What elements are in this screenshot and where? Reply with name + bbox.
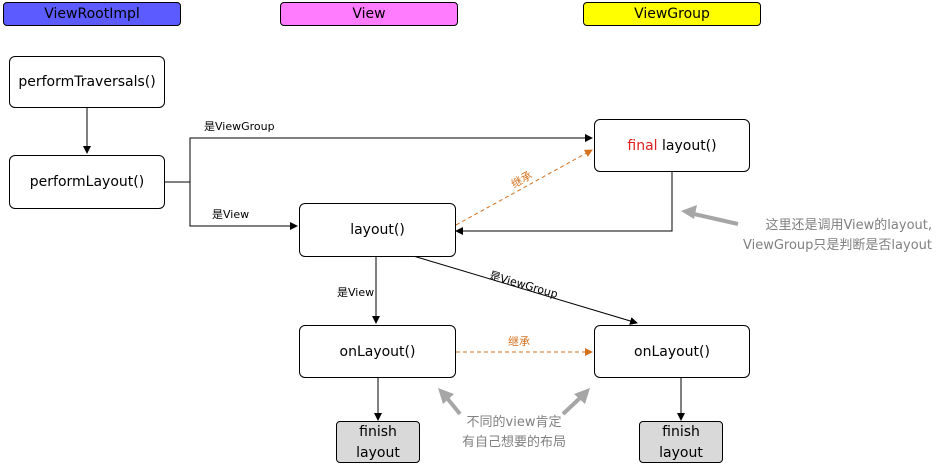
note-arrow-right-bottom: [561, 388, 590, 416]
label-inherit-bottom: 继承: [508, 335, 530, 348]
finish-layout-view: finish layout: [336, 421, 420, 463]
note-right-line1: 这里还是调用View的layout,: [765, 218, 932, 233]
finish-viewgroup-line2: layout: [659, 445, 703, 461]
header-viewrootimpl: ViewRootImpl: [3, 2, 181, 26]
header-view: View: [280, 2, 458, 26]
node-final-layout-label: layout(): [657, 137, 717, 154]
node-final-layout: final layout(): [594, 119, 750, 172]
note-arrow-left: [438, 388, 462, 416]
node-onlayout-view: onLayout(): [299, 325, 456, 378]
finish-layout-viewgroup: finish layout: [639, 421, 723, 463]
node-perform-traversals: performTraversals(): [9, 56, 165, 108]
note-bottom: 不同的view肯定 有自己想要的布局: [452, 413, 576, 453]
note-right: 这里还是调用View的layout, ViewGroup只是判断是否layout: [743, 216, 932, 256]
node-layout: layout(): [299, 203, 456, 257]
note-bottom-line1: 不同的view肯定: [466, 415, 562, 430]
edge-inherit-top: [455, 149, 593, 226]
note-arrow-right: [681, 205, 739, 226]
edge-layout-to-onlayout-viewgroup: [409, 254, 638, 325]
node-perform-traversals-label: performTraversals(): [18, 74, 156, 90]
note-bottom-line2: 有自己想要的布局: [461, 435, 566, 450]
label-is-view-bottom: 是View: [337, 286, 375, 299]
edge-final-layout-to-layout: [455, 172, 673, 235]
edge-performlayout-to-layout: [189, 182, 298, 230]
header-viewgroup: ViewGroup: [583, 2, 761, 26]
node-perform-layout: performLayout(): [9, 155, 165, 209]
finish-viewgroup-line1: finish: [662, 424, 700, 440]
final-keyword: final: [627, 137, 658, 154]
node-onlayout-viewgroup-label: onLayout(): [634, 343, 710, 360]
label-is-view-mid: 是View: [212, 208, 250, 221]
label-is-viewgroup-top: 是ViewGroup: [204, 120, 275, 133]
node-onlayout-viewgroup: onLayout(): [594, 325, 750, 378]
note-right-line2: ViewGroup只是判断是否layout: [743, 238, 932, 253]
header-viewrootimpl-label: ViewRootImpl: [44, 6, 140, 22]
header-viewgroup-label: ViewGroup: [634, 6, 710, 22]
node-layout-label: layout(): [350, 222, 405, 238]
header-view-label: View: [352, 6, 386, 22]
finish-view-line1: finish: [359, 424, 397, 440]
node-perform-layout-label: performLayout(): [29, 174, 145, 190]
edge-performlayout-to-final-layout: [165, 134, 593, 183]
finish-view-line2: layout: [356, 445, 400, 461]
node-onlayout-view-label: onLayout(): [339, 343, 416, 360]
